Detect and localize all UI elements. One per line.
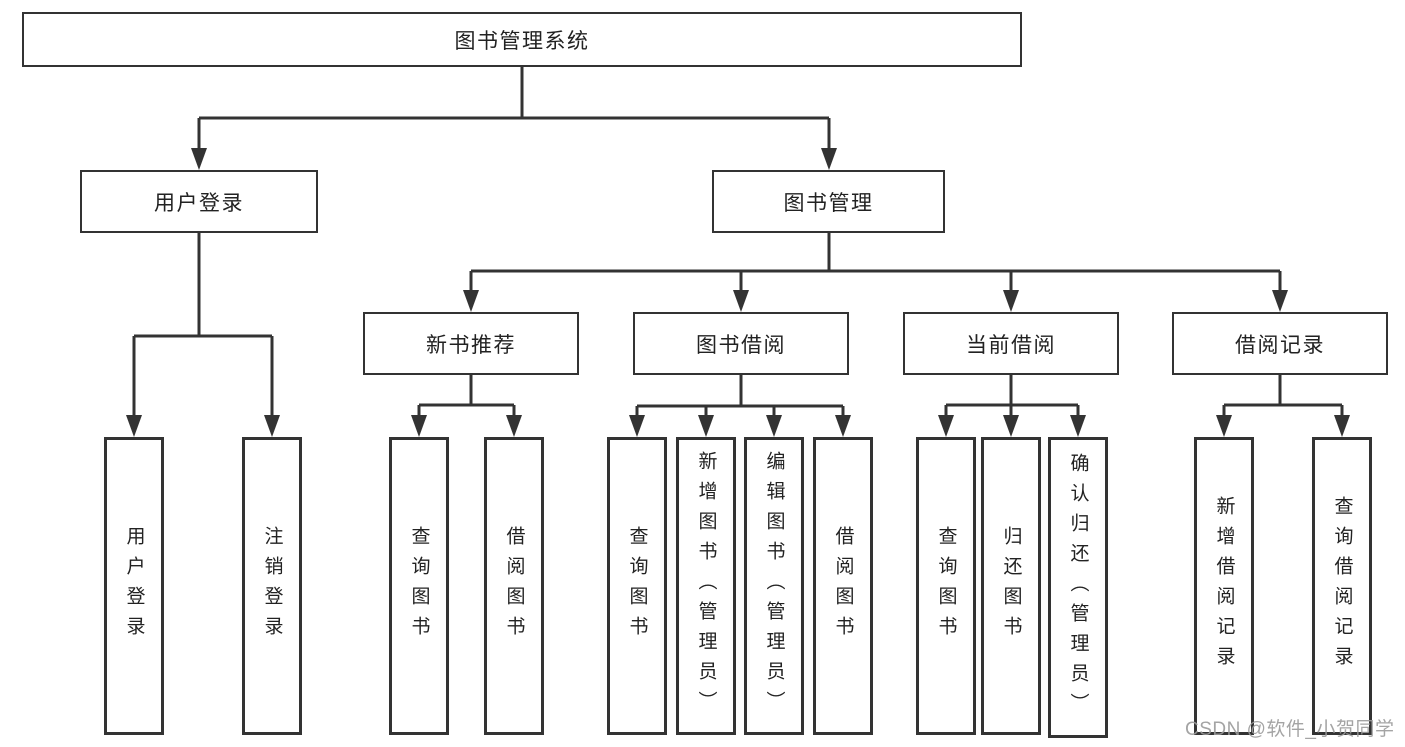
leaf-edit-books-admin: 编辑图书（管理员） — [744, 437, 804, 735]
node-new-book-recommend: 新书推荐 — [363, 312, 579, 375]
leaf-borrow-books-recommend: 借阅图书 — [484, 437, 544, 735]
leaf-label: 借阅图书 — [832, 526, 854, 646]
leaf-label: 查询图书 — [408, 526, 430, 646]
leaf-label: 用户登录 — [123, 526, 145, 646]
leaf-label: 确认归还（管理员） — [1067, 452, 1089, 723]
leaf-add-borrow-record: 新增借阅记录 — [1194, 437, 1254, 735]
node-current-borrowing: 当前借阅 — [903, 312, 1119, 375]
node-user-login: 用户登录 — [80, 170, 318, 233]
leaf-confirm-return-admin: 确认归还（管理员） — [1048, 437, 1108, 738]
node-book-management: 图书管理 — [712, 170, 945, 233]
leaf-return-books: 归还图书 — [981, 437, 1041, 735]
leaf-borrow-books: 借阅图书 — [813, 437, 873, 735]
leaf-query-books-recommend: 查询图书 — [389, 437, 449, 735]
node-book-borrowing: 图书借阅 — [633, 312, 849, 375]
leaf-label: 注销登录 — [261, 526, 283, 646]
leaf-label: 编辑图书（管理员） — [763, 451, 785, 721]
leaf-label: 查询借阅记录 — [1331, 496, 1353, 676]
leaf-add-books-admin: 新增图书（管理员） — [676, 437, 736, 735]
leaf-label: 归还图书 — [1000, 526, 1022, 646]
leaf-logout: 注销登录 — [242, 437, 302, 735]
leaf-label: 新增借阅记录 — [1213, 496, 1235, 676]
leaf-query-borrow-record: 查询借阅记录 — [1312, 437, 1372, 735]
csdn-watermark: CSDN @软件_小贺同学 — [1185, 719, 1395, 740]
node-system-root: 图书管理系统 — [22, 12, 1022, 67]
leaf-query-books-borrow: 查询图书 — [607, 437, 667, 735]
node-borrowing-records: 借阅记录 — [1172, 312, 1388, 375]
leaf-label: 查询图书 — [935, 526, 957, 646]
leaf-user-login: 用户登录 — [104, 437, 164, 735]
leaf-label: 查询图书 — [626, 526, 648, 646]
leaf-label: 借阅图书 — [503, 526, 525, 646]
leaf-query-books-current: 查询图书 — [916, 437, 976, 735]
leaf-label: 新增图书（管理员） — [695, 451, 717, 721]
